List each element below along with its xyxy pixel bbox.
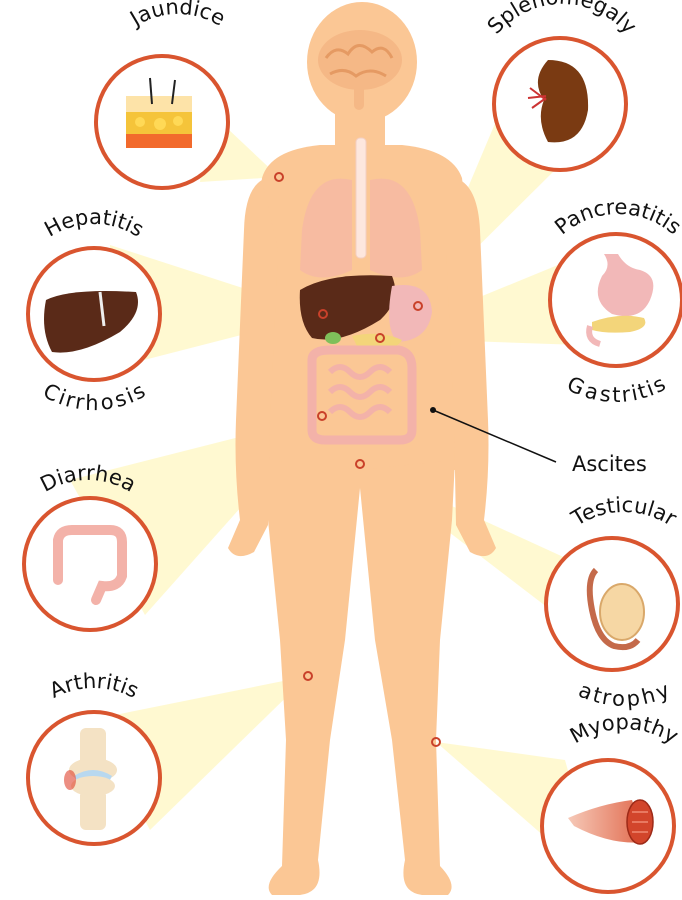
callout-myopathy [542,760,674,892]
callout-arthritis [28,712,160,844]
callout-testicular [546,538,678,670]
label-gastritis: Gastritis [563,372,669,407]
label-hepatitis: Hepatitis [41,205,148,242]
label-testicular: Testicular [566,493,681,531]
callout-pancreatitis [550,234,682,366]
label-splenomegaly: Splenomegaly [483,0,642,38]
body-silhouette [228,2,496,895]
label-jaundice: Jaundice [124,0,229,32]
label-ascites: Ascites [572,452,647,476]
callout-hepatitis [28,248,160,380]
label-atrophy: atrophy [575,678,673,711]
label-arthritis: Arthritis [46,669,143,703]
callout-jaundice [96,56,228,188]
callout-splenomegaly [494,38,626,170]
label-myopathy: Myopathy [566,710,682,748]
callout-diarrhea [24,498,156,630]
label-cirrhosis: Cirrhosis [39,378,149,415]
